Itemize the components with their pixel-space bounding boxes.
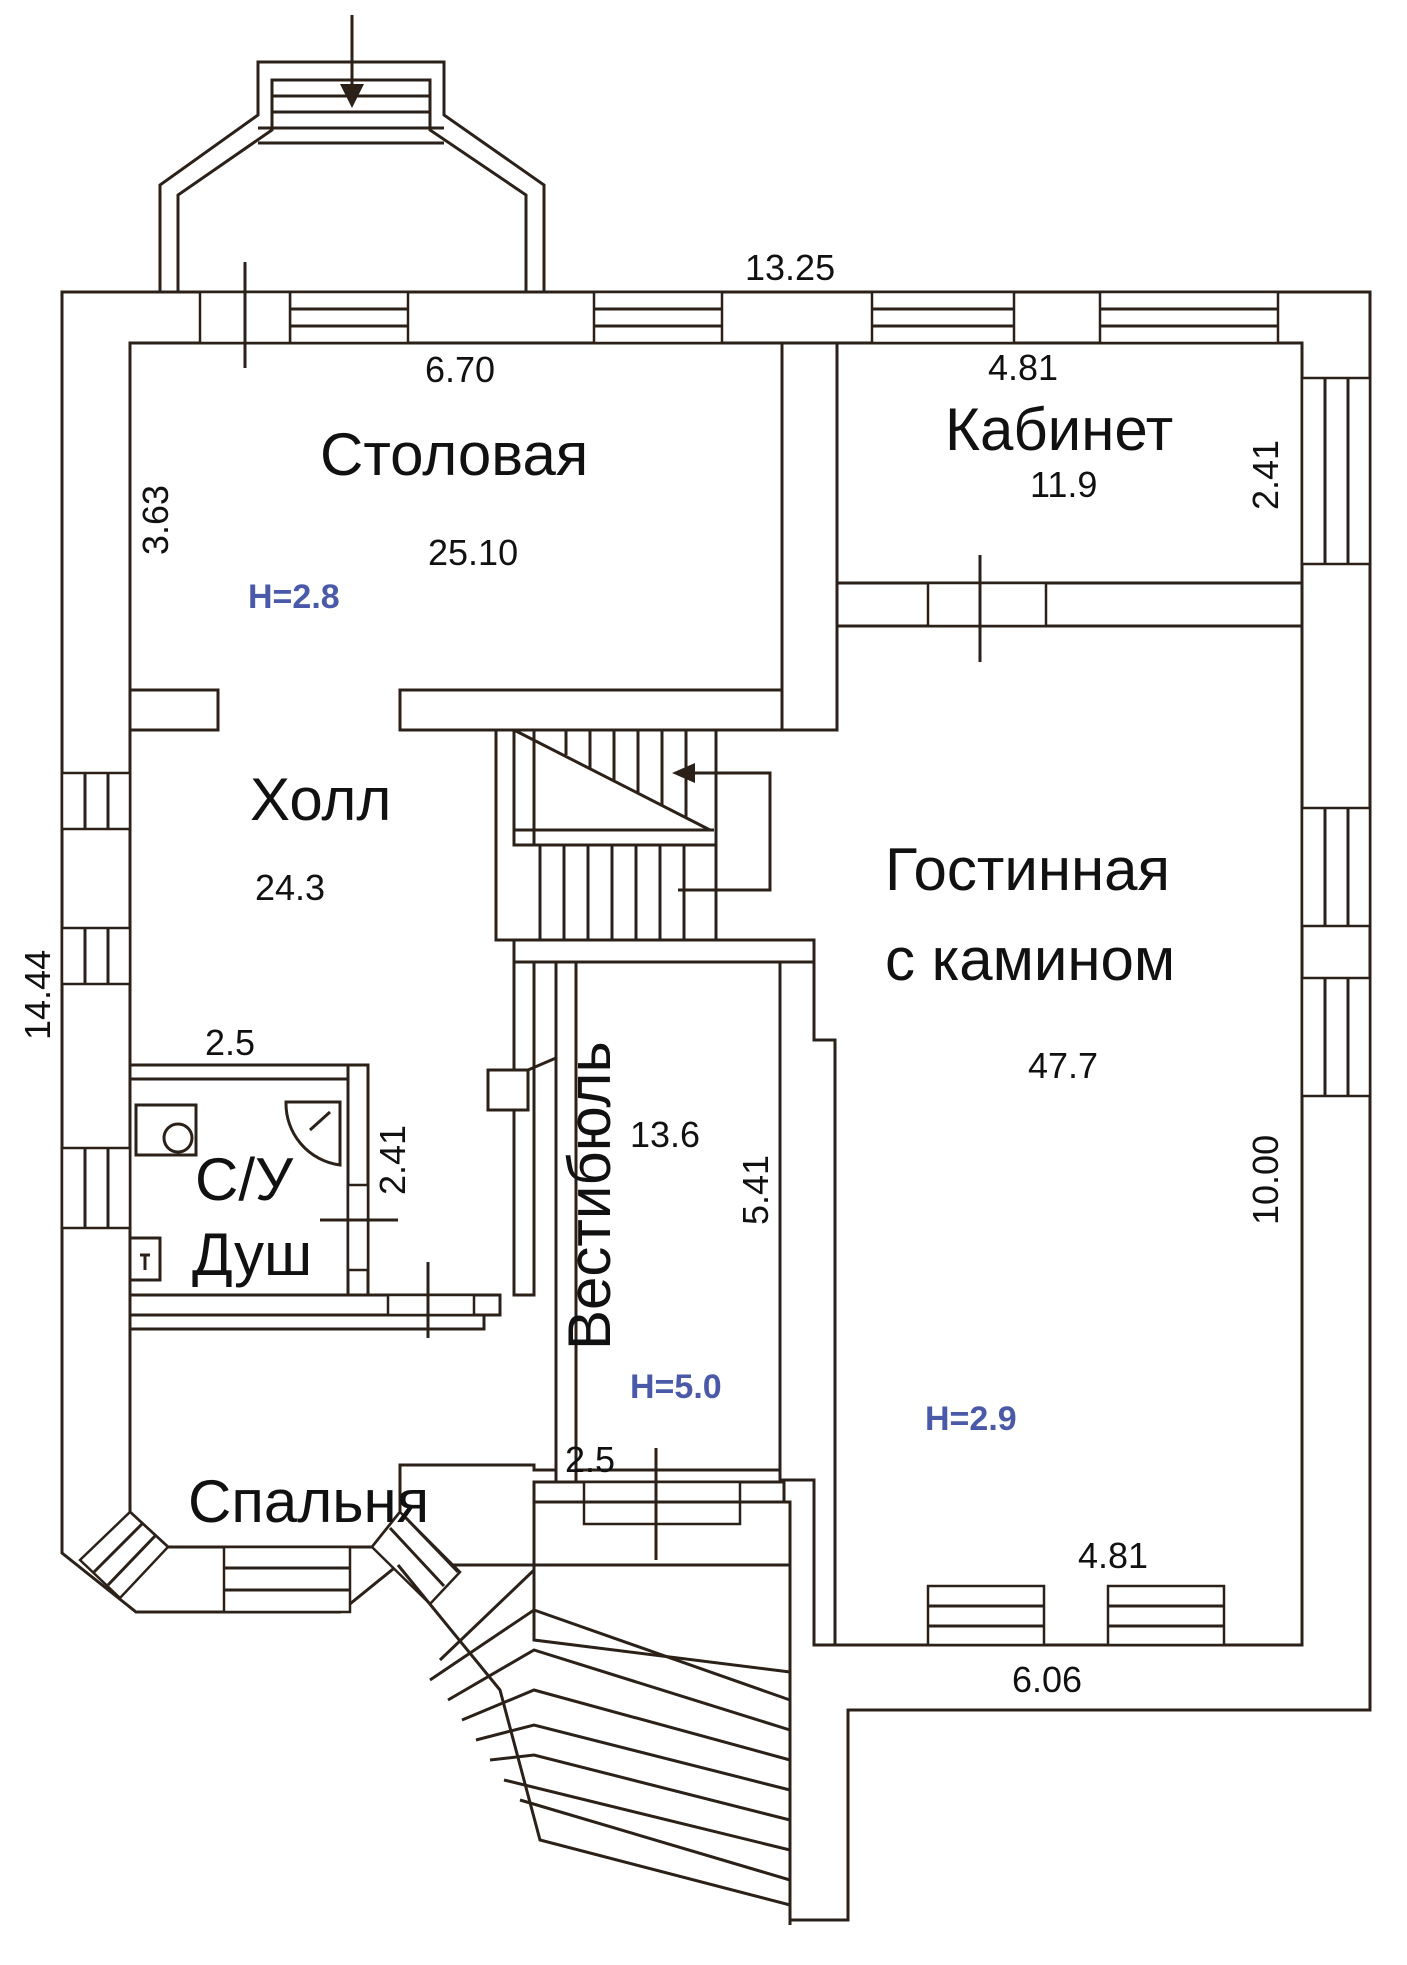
- window-bedroom-left-bay: [78, 1510, 170, 1600]
- entrance-arrow-icon: [340, 84, 364, 108]
- vestibule-room-name: Вестибюль: [556, 1041, 623, 1350]
- hall-room-name: Холл: [250, 766, 391, 833]
- dining-room-height: H=2.8: [248, 578, 340, 616]
- door-bedroom: [386, 1262, 476, 1338]
- window-left-hall-2: [60, 926, 132, 986]
- dining-room-width: 6.70: [425, 349, 495, 390]
- living-room-name-line1: Гостинная: [885, 836, 1170, 903]
- window-left-bath: [60, 1146, 132, 1230]
- vestibule-room-area: 13.6: [630, 1114, 700, 1155]
- bathroom-fixtures: [128, 1100, 342, 1282]
- sink-icon: [128, 1236, 162, 1282]
- living-room-height: H=2.9: [925, 1400, 1017, 1438]
- vestibule-room-width: 2.5: [565, 1439, 615, 1480]
- study-room-area: 11.9: [1030, 464, 1097, 505]
- bottom-stairs: [396, 1500, 792, 1925]
- window-right-living-2: [1300, 976, 1372, 1098]
- outer-walls: [60, 290, 1372, 1922]
- hall-room-area: 24.3: [255, 867, 325, 908]
- window-top-study-2: [1098, 290, 1280, 345]
- bedroom-name: Спальня: [188, 1468, 429, 1535]
- vestibule-room-height: H=5.0: [630, 1368, 722, 1406]
- window-bottom-living-1: [926, 1584, 1046, 1647]
- dining-room-area: 25.10: [428, 532, 518, 573]
- window-right-study: [1300, 376, 1372, 566]
- living-room-width-inner: 4.81: [1078, 1535, 1148, 1576]
- living-room-area: 47.7: [1028, 1045, 1098, 1086]
- entrance-porch: [158, 15, 546, 294]
- shower-icon: [284, 1100, 342, 1167]
- staircase: [486, 728, 772, 1112]
- window-right-living-1: [1300, 806, 1372, 928]
- window-bottom-bedroom: [222, 1545, 352, 1614]
- living-room-depth: 10.00: [1245, 1135, 1286, 1225]
- windows: [60, 262, 1372, 1647]
- window-bedroom-right-bay: [370, 1510, 462, 1606]
- living-room-width-outer: 6.06: [1012, 1659, 1082, 1700]
- stair-direction-arrow-icon: [672, 763, 695, 783]
- dining-room-depth: 3.63: [135, 485, 176, 555]
- bathroom-depth: 2.41: [372, 1125, 413, 1195]
- toilet-icon: [134, 1103, 198, 1157]
- study-room-name: Кабинет: [945, 396, 1173, 463]
- bathroom-name-line2: Душ: [192, 1221, 312, 1288]
- vestibule-room-depth: 5.41: [735, 1155, 776, 1225]
- overall-width: 13.25: [745, 247, 835, 288]
- door-study-living: [926, 555, 1048, 662]
- window-left-hall-1: [60, 771, 132, 831]
- door-bathroom: [320, 1183, 398, 1272]
- window-top-dining: [288, 290, 410, 345]
- study-room-depth: 2.41: [1245, 440, 1286, 510]
- bathroom-name-line1: С/У: [195, 1146, 294, 1213]
- window-top-center: [592, 290, 724, 345]
- interior-walls: [128, 341, 1304, 1647]
- window-bottom-living-2: [1106, 1584, 1226, 1647]
- bathroom-width: 2.5: [205, 1022, 255, 1063]
- overall-length: 14.44: [17, 950, 58, 1040]
- dining-room-name: Столовая: [320, 421, 588, 488]
- door-top-left: [198, 262, 292, 368]
- living-room-name-line2: с камином: [885, 926, 1175, 993]
- study-room-width: 4.81: [988, 347, 1058, 388]
- window-top-study-1: [870, 290, 1016, 345]
